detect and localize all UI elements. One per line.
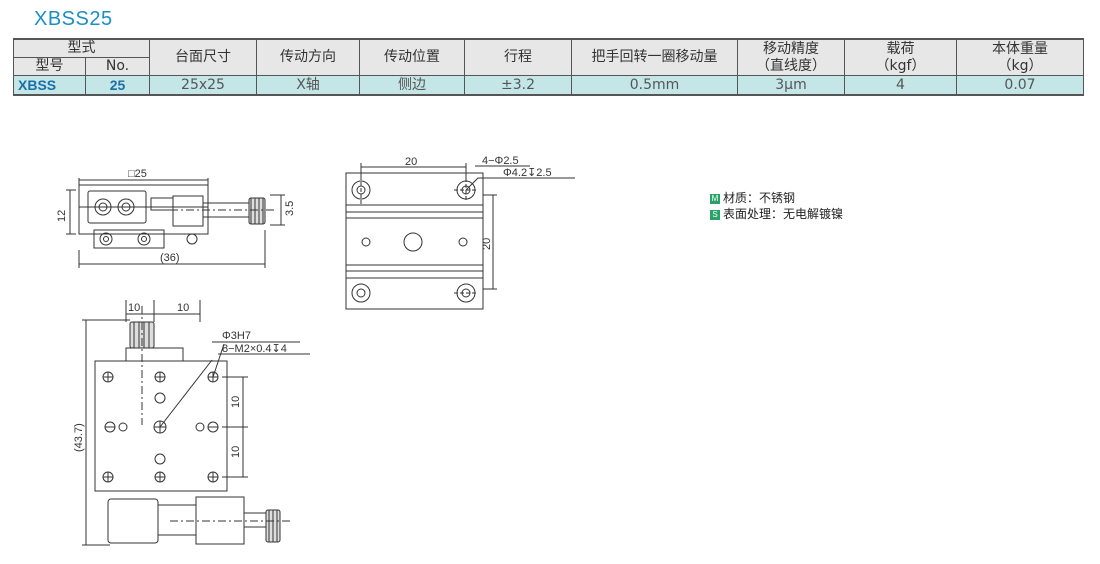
dim-top-pin: Φ3H7 <box>222 330 251 342</box>
header-travel: 行程 <box>464 38 572 76</box>
cell-model: XBSS <box>13 75 86 96</box>
header-precision-line1: 移动精度 <box>763 40 819 57</box>
dim-front-width: 20 <box>405 156 417 168</box>
dim-side-length: (36) <box>160 252 180 264</box>
cell-table-size: 25x25 <box>149 75 257 96</box>
cell-precision: 3μm <box>737 75 845 96</box>
material-badge: M <box>710 194 720 204</box>
cell-load: 4 <box>844 75 957 96</box>
header-precision: 移动精度 （直线度） <box>737 38 845 76</box>
cell-weight: 0.07 <box>956 75 1084 96</box>
page-title: XBSS25 <box>34 8 113 30</box>
cell-travel: ±3.2 <box>464 75 572 96</box>
header-load: 载荷 （kgf） <box>844 38 957 76</box>
surface-badge: S <box>710 210 720 220</box>
dim-side-knob: 3.5 <box>284 201 296 216</box>
surface-text: 表面处理：无电解镀镍 <box>723 207 844 221</box>
header-no: No. <box>85 57 150 76</box>
header-weight: 本体重量 （kg） <box>956 38 1084 76</box>
header-table-size: 台面尺寸 <box>149 38 257 76</box>
dim-front-height: 20 <box>481 238 493 250</box>
dim-front-holes: 4−Φ2.5 <box>482 155 519 167</box>
header-precision-line2: （直线度） <box>756 57 826 74</box>
header-drive-position: 传动位置 <box>359 38 465 76</box>
header-load-line1: 载荷 <box>886 40 915 57</box>
front-view <box>345 163 575 310</box>
cell-no: 25 <box>85 75 150 96</box>
dim-top-v2: 10 <box>230 446 242 458</box>
cell-drive-position: 侧边 <box>359 75 465 96</box>
dim-top-right: 10 <box>177 302 189 314</box>
dim-top-total: (43.7) <box>73 423 85 452</box>
top-view <box>82 300 310 546</box>
table-row: XBSS 25 25x25 X轴 侧边 ±3.2 0.5mm 3μm 4 0.0… <box>13 75 1084 96</box>
dim-side-height: 12 <box>56 210 68 222</box>
spec-table: 型式 台面尺寸 传动方向 传动位置 行程 把手回转一圈移动量 移动精度 （直线度… <box>13 38 1084 96</box>
type-group-header: 型式 <box>13 38 150 58</box>
dim-side-width: □25 <box>128 168 147 180</box>
material-text: 材质：不锈钢 <box>723 191 796 205</box>
dim-top-left: 10 <box>128 302 140 314</box>
header-model: 型号 <box>13 57 86 76</box>
header-weight-line1: 本体重量 <box>992 40 1048 57</box>
side-view <box>66 178 285 268</box>
header-weight-line2: （kg） <box>997 57 1043 74</box>
header-drive-direction: 传动方向 <box>256 38 360 76</box>
dim-top-taps: 8−M2×0.4↧4 <box>222 343 287 355</box>
dim-front-cbore: Φ4.2↧2.5 <box>503 167 552 179</box>
header-per-rev: 把手回转一圈移动量 <box>571 38 738 76</box>
header-load-line2: （kgf） <box>875 57 926 74</box>
dim-top-v1: 10 <box>230 396 242 408</box>
cell-drive-direction: X轴 <box>256 75 360 96</box>
